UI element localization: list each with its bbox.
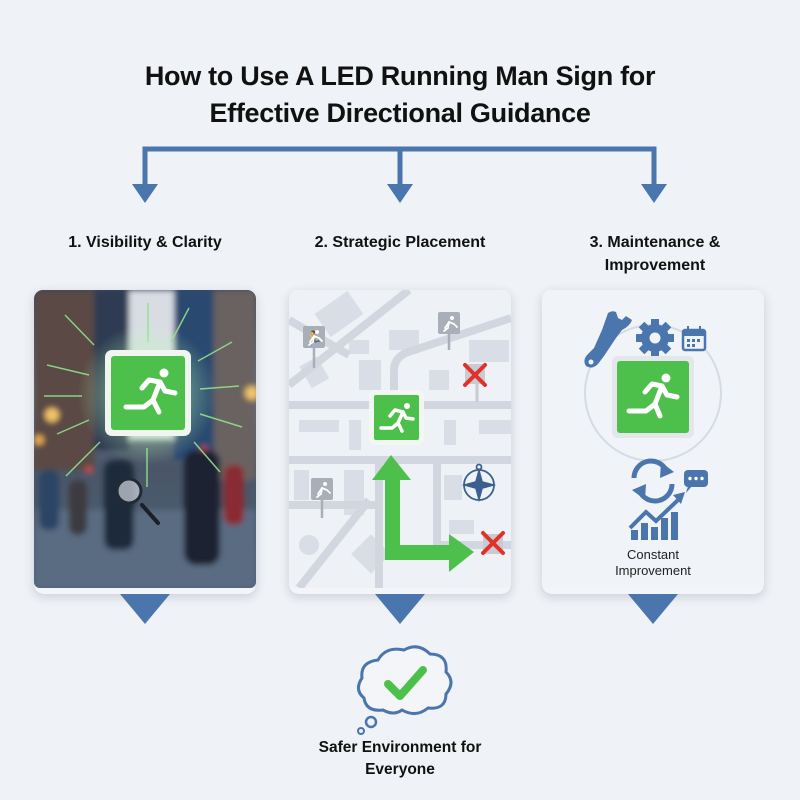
card-placement: 🏃 xyxy=(289,290,511,624)
card-pointer xyxy=(375,594,425,624)
red-x-icon xyxy=(463,363,487,402)
growth-chart-icon xyxy=(628,492,685,540)
arrow-down-icon xyxy=(387,184,413,203)
card-visibility xyxy=(34,290,256,624)
arrow-down-icon xyxy=(132,184,158,203)
outcome-line-1: Safer Environment for xyxy=(318,739,482,756)
wrench-icon xyxy=(584,311,632,368)
caption-line-2: Improvement xyxy=(615,563,691,578)
card-maintenance: Constant Improvement xyxy=(542,290,764,624)
title-line-1: How to Use A LED Running Man Sign for xyxy=(144,61,656,91)
card-pointer xyxy=(120,594,170,624)
card-pointer xyxy=(628,594,678,624)
gear-icon xyxy=(636,319,674,357)
step-2-label: 2. Strategic Placement xyxy=(314,234,486,251)
page-title: How to Use A LED Running Man Sign for Ef… xyxy=(0,58,800,132)
card-maintenance-illustration: Constant Improvement xyxy=(542,290,764,588)
arrow-down-icon xyxy=(641,184,667,203)
running-man-sign-icon xyxy=(369,390,424,445)
step-1-label: 1. Visibility & Clarity xyxy=(68,234,222,251)
card-visibility-illustration xyxy=(34,290,256,588)
chat-bubble-icon xyxy=(684,470,708,493)
branch-connector xyxy=(132,146,667,203)
card-placement-illustration: 🏃 xyxy=(289,290,511,588)
step-3-label: 3. Maintenance & Improvement xyxy=(530,231,780,277)
compass-icon xyxy=(461,463,497,503)
running-man-sign-icon xyxy=(612,356,694,438)
red-x-icon xyxy=(481,531,505,555)
running-man-sign-icon xyxy=(105,350,191,436)
thought-cloud-checkmark-icon xyxy=(357,645,453,735)
magnifier-icon xyxy=(115,477,160,525)
title-line-2: Effective Directional Guidance xyxy=(209,98,591,128)
outcome-label: Safer Environment for Everyone xyxy=(280,737,520,781)
turn-arrow-icon xyxy=(372,455,474,572)
calendar-icon xyxy=(681,326,707,352)
constant-improvement-caption: Constant Improvement xyxy=(542,547,764,579)
outcome-line-2: Everyone xyxy=(365,761,435,778)
step-3-label-line-1: 3. Maintenance & xyxy=(589,234,721,251)
step-3-label-line-2: Improvement xyxy=(604,257,706,274)
caption-line-1: Constant xyxy=(626,547,680,562)
